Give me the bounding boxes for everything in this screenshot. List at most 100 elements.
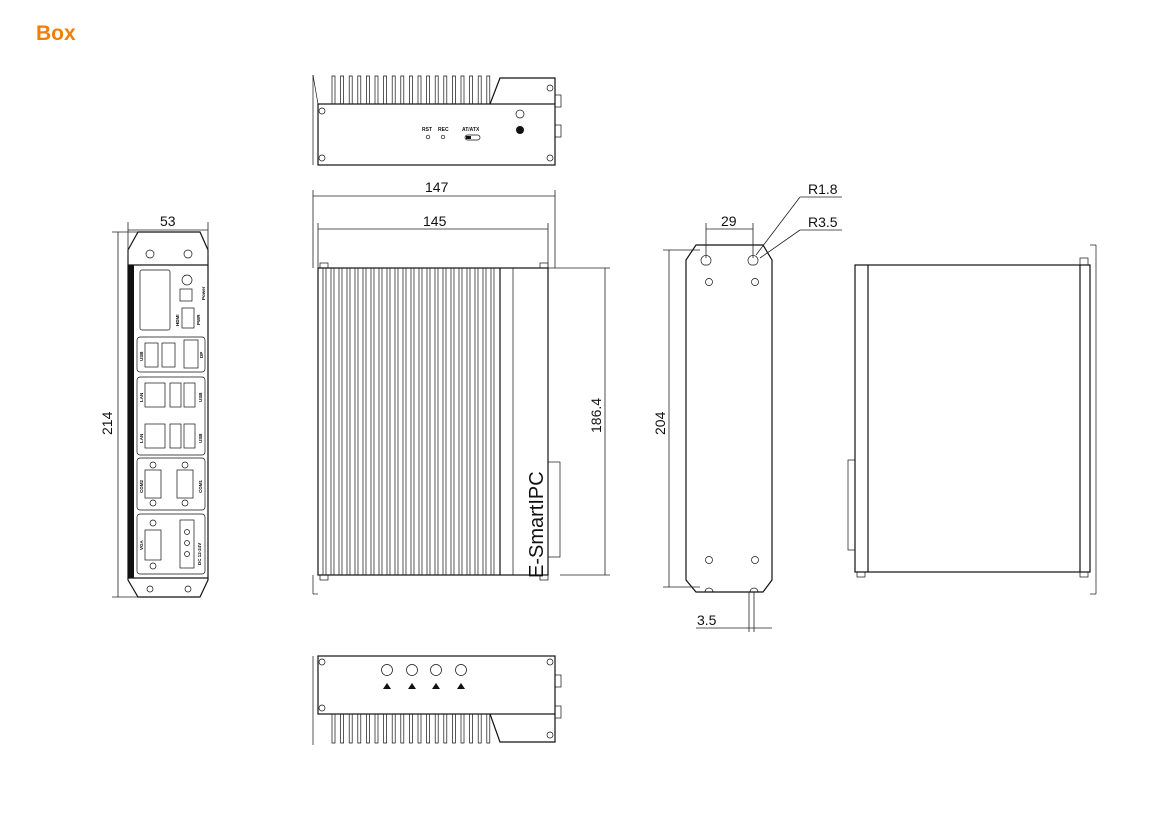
recovery-label: REC — [438, 127, 449, 133]
logo-box — [139, 269, 171, 331]
hdmi-port — [181, 307, 195, 329]
dim-height-204: 204 — [652, 411, 668, 435]
reset-button — [425, 134, 431, 140]
usb-port — [144, 342, 159, 368]
port-label-pwr: PWR — [196, 314, 201, 325]
bottom-fins — [331, 714, 491, 744]
io-connectors-side — [547, 461, 561, 558]
power-connector — [179, 288, 193, 302]
port-label-dc-in: DC 12-24V — [197, 543, 202, 565]
fin — [391, 75, 396, 104]
fin — [340, 714, 344, 744]
lan-usb-group — [136, 376, 206, 456]
usb-port — [183, 382, 196, 408]
vga-port — [144, 529, 162, 561]
fin — [348, 75, 353, 104]
fin — [331, 714, 336, 744]
usb-port — [183, 423, 196, 449]
fin — [400, 714, 405, 744]
fin — [374, 714, 379, 744]
antenna-arrow-icon — [408, 683, 416, 689]
mounting-bracket — [685, 244, 773, 593]
antenna-port-icon — [455, 664, 467, 676]
fin — [357, 75, 362, 104]
dim-height-186: 186.4 — [588, 398, 604, 433]
bracket-view — [685, 244, 773, 593]
screw-icon — [705, 278, 713, 286]
fin — [383, 714, 387, 744]
dim-radius-1-8: R1.8 — [808, 181, 838, 197]
keyhole-slot — [700, 255, 712, 266]
fin — [374, 75, 379, 104]
antenna-port-icon — [381, 664, 393, 676]
fin — [357, 714, 362, 744]
port-label-usb: USB — [139, 351, 144, 361]
fin — [366, 714, 370, 744]
vga-dc-group — [136, 513, 206, 575]
fin — [348, 714, 353, 744]
screw-icon — [751, 278, 759, 286]
usb-port — [161, 342, 176, 368]
fin — [409, 714, 413, 744]
fin — [400, 75, 405, 104]
screw-icon — [318, 154, 326, 162]
port-label-usb: USB — [198, 433, 203, 443]
top-view: RST REC AT/ATX — [312, 74, 562, 166]
com2-port — [144, 469, 162, 499]
dim-width-53: 53 — [160, 213, 176, 229]
port-label-vga: VGA — [139, 539, 144, 550]
com1-port — [176, 469, 194, 499]
top-view-fins — [331, 75, 491, 104]
recovery-button — [440, 134, 446, 140]
fin — [366, 75, 370, 104]
fin — [434, 75, 439, 104]
fin — [452, 714, 456, 744]
fin — [417, 714, 422, 744]
fin — [426, 714, 430, 744]
antenna-arrow-icon — [457, 683, 465, 689]
top-view-body — [317, 103, 556, 166]
fin — [443, 714, 448, 744]
heatsink-fins — [322, 268, 495, 575]
antenna-port-icon — [430, 664, 442, 676]
usb-port — [169, 382, 182, 408]
main-side-view: E-SmartIPC — [312, 262, 561, 595]
dim-radius-3-5: R3.5 — [808, 214, 838, 230]
fin — [426, 75, 430, 104]
antenna-arrow-icon — [383, 683, 391, 689]
screw-icon — [546, 154, 554, 162]
lan-port — [144, 423, 166, 449]
reset-label: RST — [422, 127, 432, 133]
fin — [443, 75, 448, 104]
fin — [477, 714, 482, 744]
fin — [391, 714, 396, 744]
screw-icon — [705, 556, 713, 564]
bottom-bracket — [127, 578, 209, 598]
rear-view — [847, 244, 1097, 595]
port-label-lan: LAN — [139, 393, 144, 402]
keyhole-slot — [747, 255, 759, 266]
dim-length-147: 147 — [425, 179, 449, 195]
fin — [417, 75, 422, 104]
top-view-housing — [489, 77, 556, 105]
screw-icon — [318, 107, 326, 115]
port-label-usb: USB — [198, 392, 203, 402]
antenna-arrow-icon — [432, 683, 440, 689]
fin — [383, 75, 387, 104]
lan-port — [144, 382, 166, 408]
dim-height-214: 214 — [99, 411, 115, 435]
fin — [340, 75, 344, 104]
dim-spacing-29: 29 — [721, 213, 737, 229]
port-label-com2: COM2 — [139, 480, 144, 493]
fin — [409, 75, 413, 104]
fin — [331, 75, 336, 104]
dc-in-connector — [179, 519, 195, 569]
dim-thickness-3-5: 3.5 — [697, 612, 717, 628]
screw-icon — [751, 556, 759, 564]
power-icon — [181, 274, 193, 286]
port-label-power: Power — [201, 286, 206, 300]
main-body — [317, 267, 549, 576]
port-label-lan: LAN — [139, 434, 144, 443]
fin — [434, 714, 439, 744]
